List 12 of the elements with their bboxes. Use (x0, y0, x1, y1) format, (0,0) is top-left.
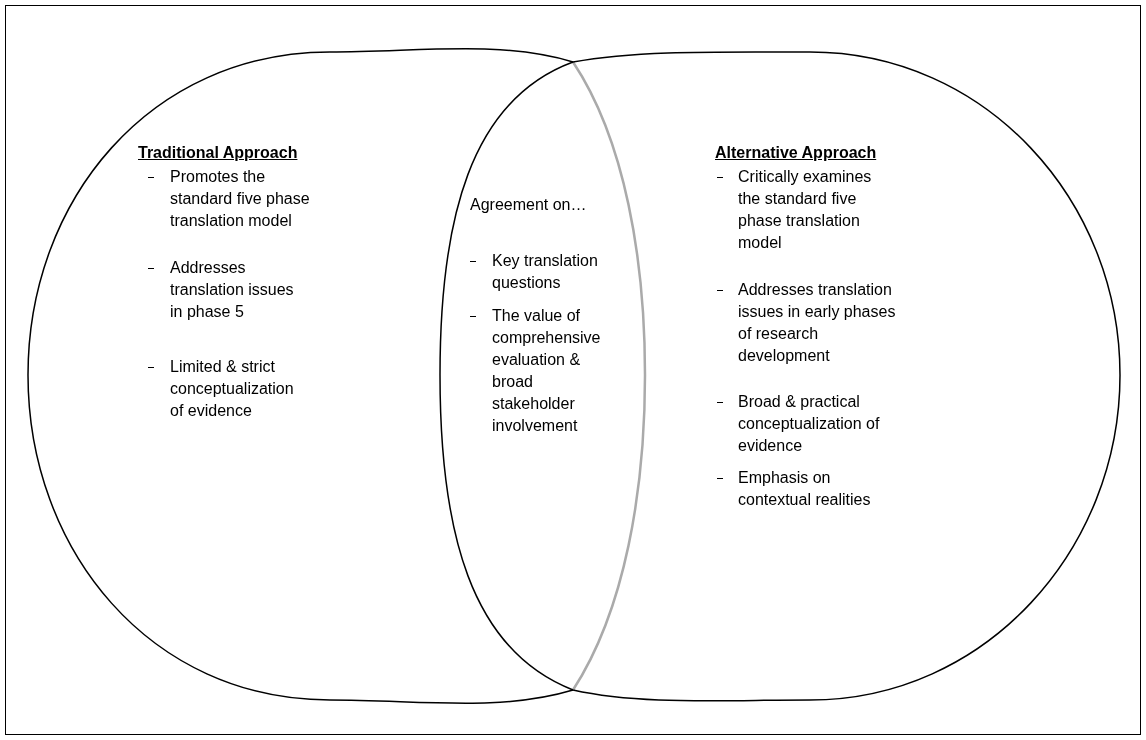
bullet-text: Critically examines the standard five phase translation model (738, 167, 873, 253)
heading: Alternative Approach (715, 143, 878, 163)
bullet-text: Promotes the standard five phase translation model (170, 167, 310, 231)
bullet-text: Limited & strict conceptualization of evidence (170, 357, 295, 421)
heading: Agreement on… (470, 195, 588, 215)
bullet-text: Broad & practical conceptualization of evidence (738, 392, 881, 456)
bullet-text: Key translation questions (492, 251, 599, 293)
bullet-text: The value of comprehensive evaluation & broad stakeholder involvement (492, 306, 602, 436)
bullet-text: Addresses translation issues in phase 5 (170, 258, 295, 322)
bullet-text: Addresses translation issues in early phases of research development (738, 280, 897, 366)
bullet-text: Emphasis on contextual realities (738, 468, 872, 510)
heading: Traditional Approach (138, 143, 299, 163)
